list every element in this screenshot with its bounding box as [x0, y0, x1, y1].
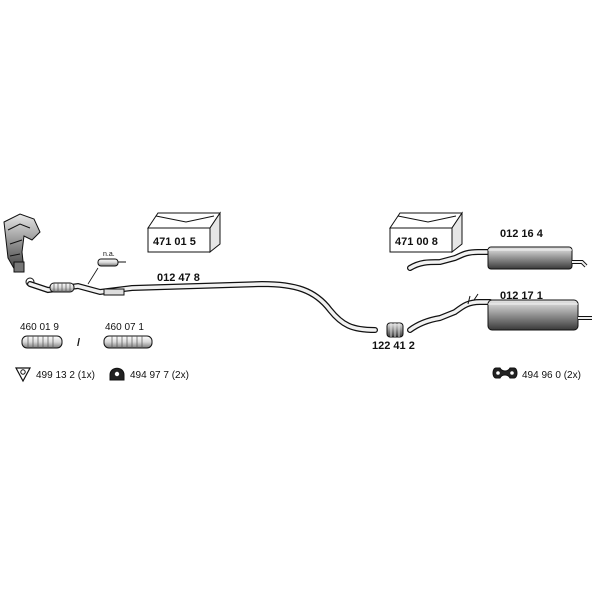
gasket-icon[interactable] [14, 367, 32, 383]
connector-label: 122 41 2 [372, 340, 415, 352]
flex-pipe-b[interactable] [103, 335, 153, 349]
flex-b-label: 460 07 1 [105, 322, 144, 333]
flex-a-label: 460 01 9 [20, 322, 59, 333]
front-pipe-label: 012 47 8 [157, 272, 200, 284]
rear-muffler-bottom-label: 012 17 1 [500, 290, 543, 302]
flex-separator: / [77, 337, 80, 349]
catalyst-manifold[interactable] [3, 213, 41, 287]
box-right-label: 471 00 8 [395, 236, 438, 248]
rear-muffler-top[interactable] [407, 246, 588, 271]
hanger-icon[interactable] [109, 367, 125, 381]
oxygen-sensor[interactable] [87, 258, 126, 285]
rear-muffler-top-label: 012 16 4 [500, 228, 544, 240]
rear-muffler-bottom[interactable] [407, 293, 592, 333]
gasket-label: 499 13 2 (1x) [36, 370, 95, 381]
assembly-kit-box-right[interactable] [389, 211, 463, 254]
front-pipe[interactable] [27, 280, 378, 333]
sensor-note: n.a. [103, 251, 115, 258]
rubber-mount-label: 494 96 0 (2x) [522, 370, 581, 381]
rubber-mount-icon[interactable] [492, 367, 518, 379]
flex-pipe-a[interactable] [21, 335, 63, 349]
hanger-label: 494 97 7 (2x) [130, 370, 189, 381]
box-left-label: 471 01 5 [153, 236, 196, 248]
pipe-connector[interactable] [386, 322, 404, 338]
assembly-kit-box-left[interactable] [147, 211, 221, 254]
